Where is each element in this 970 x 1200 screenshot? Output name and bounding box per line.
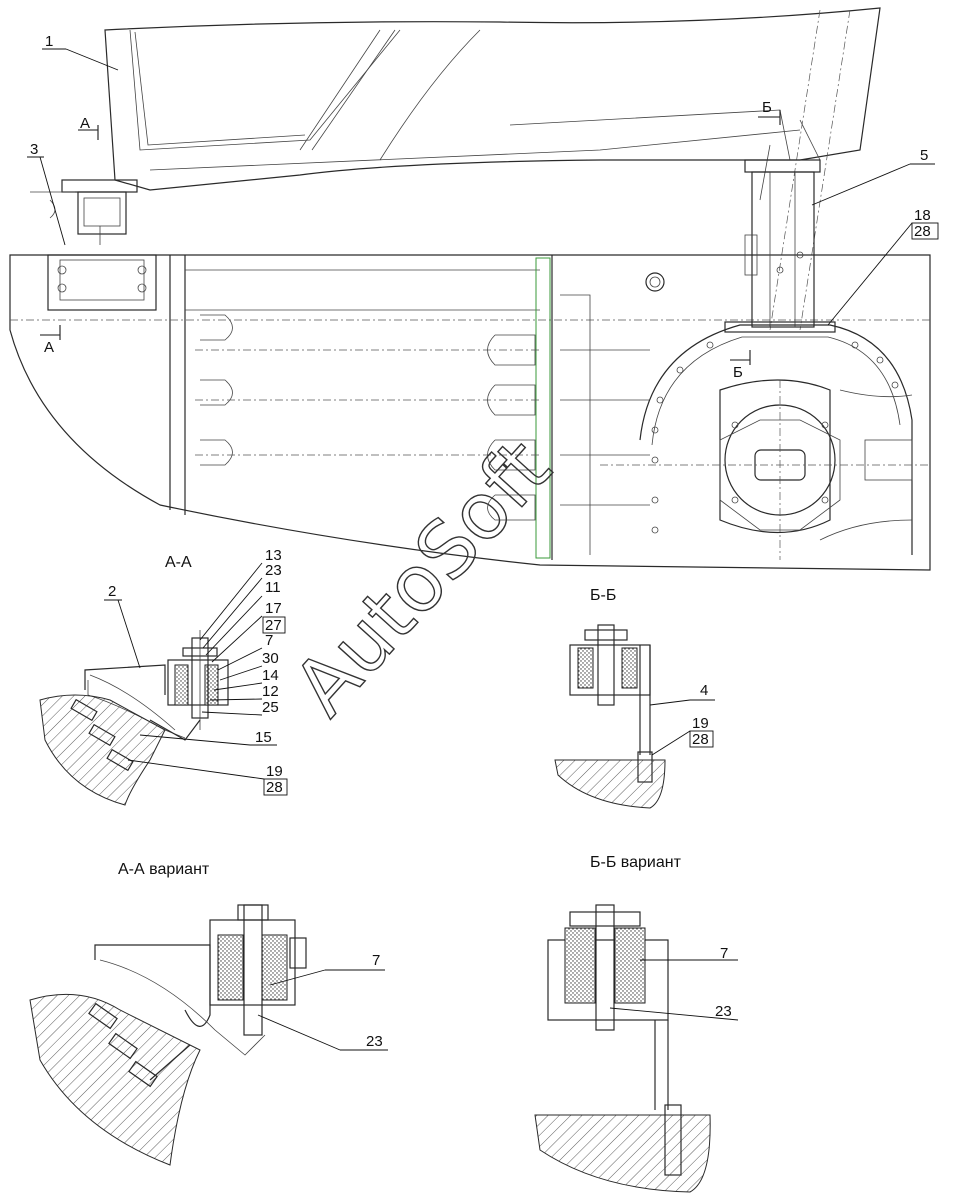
section-aa-title: А-А xyxy=(165,554,192,571)
cab-body xyxy=(104,7,881,331)
callout-5: 5 xyxy=(811,147,935,206)
callout-4: 4 xyxy=(649,682,715,706)
callout-23-var-a-label: 23 xyxy=(366,1033,383,1050)
callout-23-var-b-label: 23 xyxy=(715,1003,732,1020)
callout-1-label: 1 xyxy=(45,33,53,50)
section-letter-a-top: А xyxy=(80,115,90,132)
callout-27: 27 xyxy=(265,617,282,634)
callout-28-aa-label: 28 xyxy=(266,779,283,796)
front-cab-mount xyxy=(30,179,157,311)
callout-7-var-b: 7 xyxy=(640,945,738,962)
callout-19-bb-label: 19 xyxy=(692,715,709,732)
section-mark-a-bottom: А xyxy=(40,325,61,356)
callout-2: 2 xyxy=(104,583,141,669)
section-letter-a-bottom: А xyxy=(44,339,54,356)
section-mark-b-top: Б xyxy=(758,99,781,125)
section-bb-title: Б-Б xyxy=(590,587,616,604)
callout-19-28-aa: 19 28 xyxy=(127,759,288,796)
section-letter-b-bottom: Б xyxy=(733,364,743,381)
callout-4-label: 4 xyxy=(700,682,708,699)
callout-23: 23 xyxy=(265,562,282,579)
callout-5-label: 5 xyxy=(920,147,928,164)
section-mark-a-top: А xyxy=(78,115,99,140)
transmission-housing xyxy=(600,324,930,560)
section-letter-b-top: Б xyxy=(762,99,772,116)
callout-7-var-b-label: 7 xyxy=(720,945,728,962)
callout-7-var-a: 7 xyxy=(269,952,385,986)
callout-2-label: 2 xyxy=(108,583,116,600)
aa-callouts: 13 23 11 17 27 7 30 14 12 25 xyxy=(199,547,286,716)
callout-7-var-a-label: 7 xyxy=(372,952,380,969)
callout-7: 7 xyxy=(265,632,273,649)
callout-18-28-top: 18 28 xyxy=(827,207,939,326)
section-aa-variant-drawing xyxy=(29,904,307,1166)
callout-25: 25 xyxy=(262,699,279,716)
callout-13: 13 xyxy=(265,547,282,564)
section-bb-variant-drawing xyxy=(534,904,711,1193)
callout-11: 11 xyxy=(265,579,281,596)
callout-19-28-bb: 19 28 xyxy=(651,715,714,756)
callout-1: 1 xyxy=(42,33,119,71)
section-bb-drawing xyxy=(554,624,666,809)
callout-14: 14 xyxy=(262,667,279,684)
callout-30: 30 xyxy=(262,650,279,667)
callout-15: 15 xyxy=(139,729,277,746)
callout-15-label: 15 xyxy=(255,729,272,746)
rear-cab-mount xyxy=(724,159,836,333)
callout-19-aa-label: 19 xyxy=(266,763,283,780)
callout-3-label: 3 xyxy=(30,141,38,158)
callout-28-label: 28 xyxy=(914,223,931,240)
callout-17: 17 xyxy=(265,600,282,617)
callout-3: 3 xyxy=(27,141,66,246)
callout-28-bb-label: 28 xyxy=(692,731,709,748)
section-bb-variant-title: Б-Б вариант xyxy=(590,854,682,871)
suspension-tubes xyxy=(195,314,540,521)
chassis-frame xyxy=(9,254,931,571)
callout-23-var-a: 23 xyxy=(257,1014,388,1051)
section-mark-b-bottom: Б xyxy=(730,350,751,381)
watermark: AutoSoft xyxy=(277,424,568,733)
section-aa-variant-title: А-А вариант xyxy=(118,861,210,878)
callout-23-var-b: 23 xyxy=(609,1003,739,1021)
callout-12: 12 xyxy=(262,683,279,700)
section-aa-drawing xyxy=(39,630,229,806)
callout-18-label: 18 xyxy=(914,207,931,224)
